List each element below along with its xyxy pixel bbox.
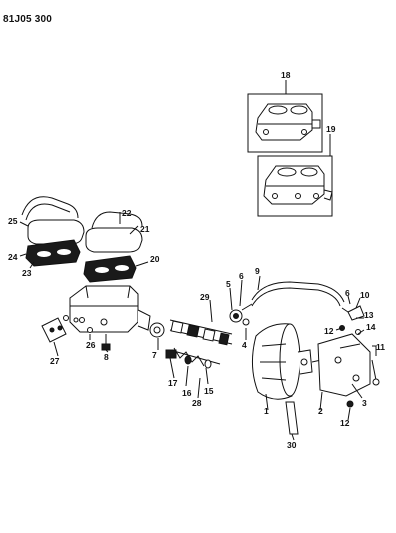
callout-13: 13 bbox=[364, 310, 374, 320]
callout-27: 27 bbox=[50, 356, 60, 366]
callout-6b: 6 bbox=[345, 288, 350, 298]
callout-15: 15 bbox=[204, 386, 214, 396]
mounting-bracket bbox=[317, 325, 380, 408]
callout-22: 22 bbox=[122, 208, 132, 218]
master-cylinder-body bbox=[41, 285, 151, 351]
callout-9: 9 bbox=[255, 266, 260, 276]
callout-7: 7 bbox=[152, 350, 157, 360]
callout-16: 16 bbox=[182, 388, 192, 398]
callout-26: 26 bbox=[86, 340, 96, 350]
piston-kit bbox=[149, 319, 233, 369]
callout-20: 20 bbox=[150, 254, 160, 264]
callout-25: 25 bbox=[8, 216, 18, 226]
callout-1: 1 bbox=[264, 406, 269, 416]
callout-18: 18 bbox=[281, 70, 291, 80]
diagram-code: 81J05 300 bbox=[3, 14, 53, 25]
callout-28: 28 bbox=[192, 398, 202, 408]
callout-23: 23 bbox=[22, 268, 32, 278]
callout-21: 21 bbox=[140, 224, 150, 234]
callout-2: 2 bbox=[318, 406, 323, 416]
callout-19: 19 bbox=[326, 124, 336, 134]
callout-labels: 18 19 22 21 25 24 23 20 29 5 6 9 4 6 10 … bbox=[8, 70, 385, 450]
callout-4: 4 bbox=[242, 340, 247, 350]
callout-5: 5 bbox=[226, 279, 231, 289]
callout-8: 8 bbox=[104, 352, 109, 362]
callout-10: 10 bbox=[360, 290, 370, 300]
vacuum-hose-and-valve bbox=[229, 281, 365, 326]
callout-24: 24 bbox=[8, 252, 18, 262]
callout-6a: 6 bbox=[239, 271, 244, 281]
callout-11: 11 bbox=[376, 342, 385, 352]
callout-12b: 12 bbox=[340, 418, 350, 428]
part-18-master-cylinder-boxed bbox=[247, 93, 323, 153]
part-19-master-cylinder-boxed bbox=[257, 155, 333, 217]
callout-14: 14 bbox=[366, 322, 376, 332]
callout-12a: 12 bbox=[324, 326, 334, 336]
callout-3: 3 bbox=[362, 398, 367, 408]
reservoir-cover-assembly bbox=[21, 196, 143, 283]
callout-29: 29 bbox=[200, 292, 210, 302]
part-30-gasket bbox=[285, 401, 299, 435]
callout-30: 30 bbox=[287, 440, 297, 450]
power-brake-booster bbox=[252, 323, 331, 400]
leader-lines bbox=[19, 80, 377, 441]
callout-17: 17 bbox=[168, 378, 178, 388]
